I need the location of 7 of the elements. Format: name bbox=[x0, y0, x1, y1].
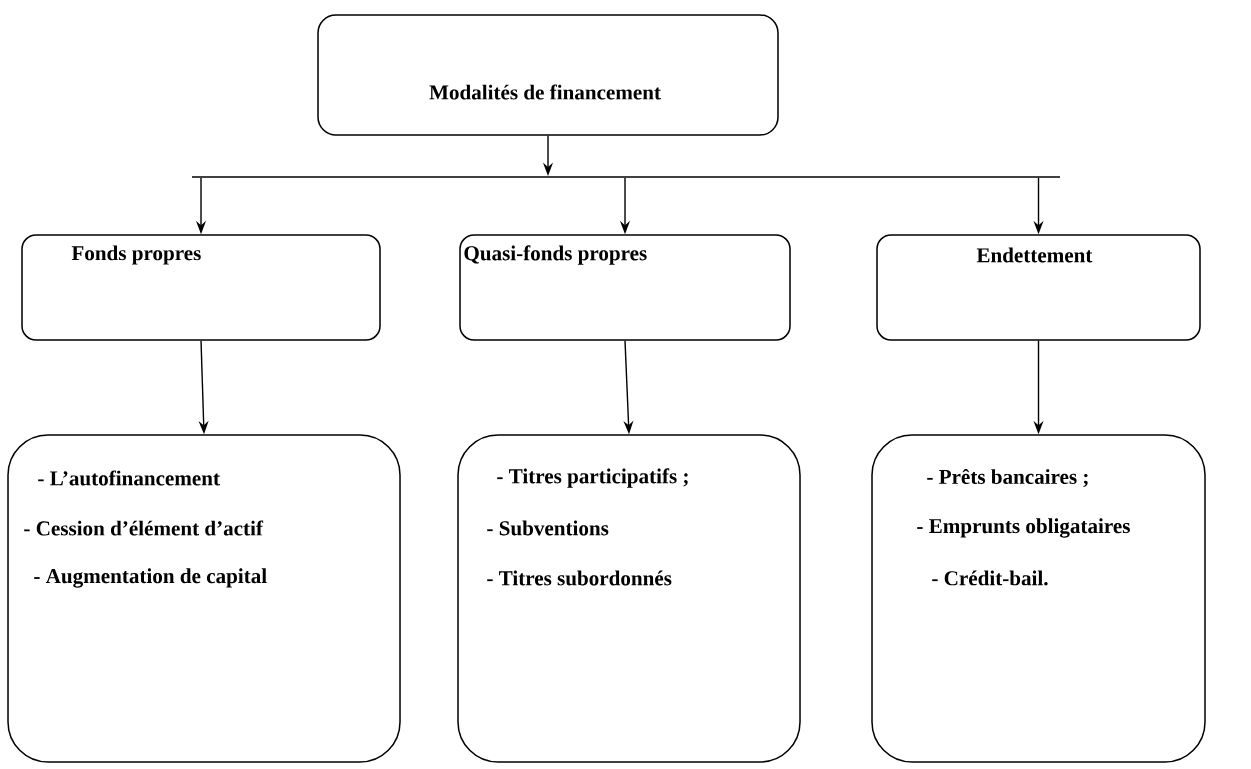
rounded-box: - L’autofinancement - Cession d’élément d’actif - Augmentation de capital bbox=[7, 434, 401, 763]
rounded-box: - Prêts bancaires ; - Emprunts obligataires - Crédit-bail. bbox=[871, 434, 1206, 763]
rounded-box: Modalités de financement bbox=[317, 14, 779, 136]
rounded-box: Quasi-fonds propres bbox=[459, 234, 791, 341]
rounded-box: - Titres participatifs ; - Subventions - Titres subordonnés bbox=[457, 434, 801, 763]
rounded-box: Endettement bbox=[876, 234, 1201, 341]
rounded-box: Fonds propres bbox=[21, 234, 381, 341]
